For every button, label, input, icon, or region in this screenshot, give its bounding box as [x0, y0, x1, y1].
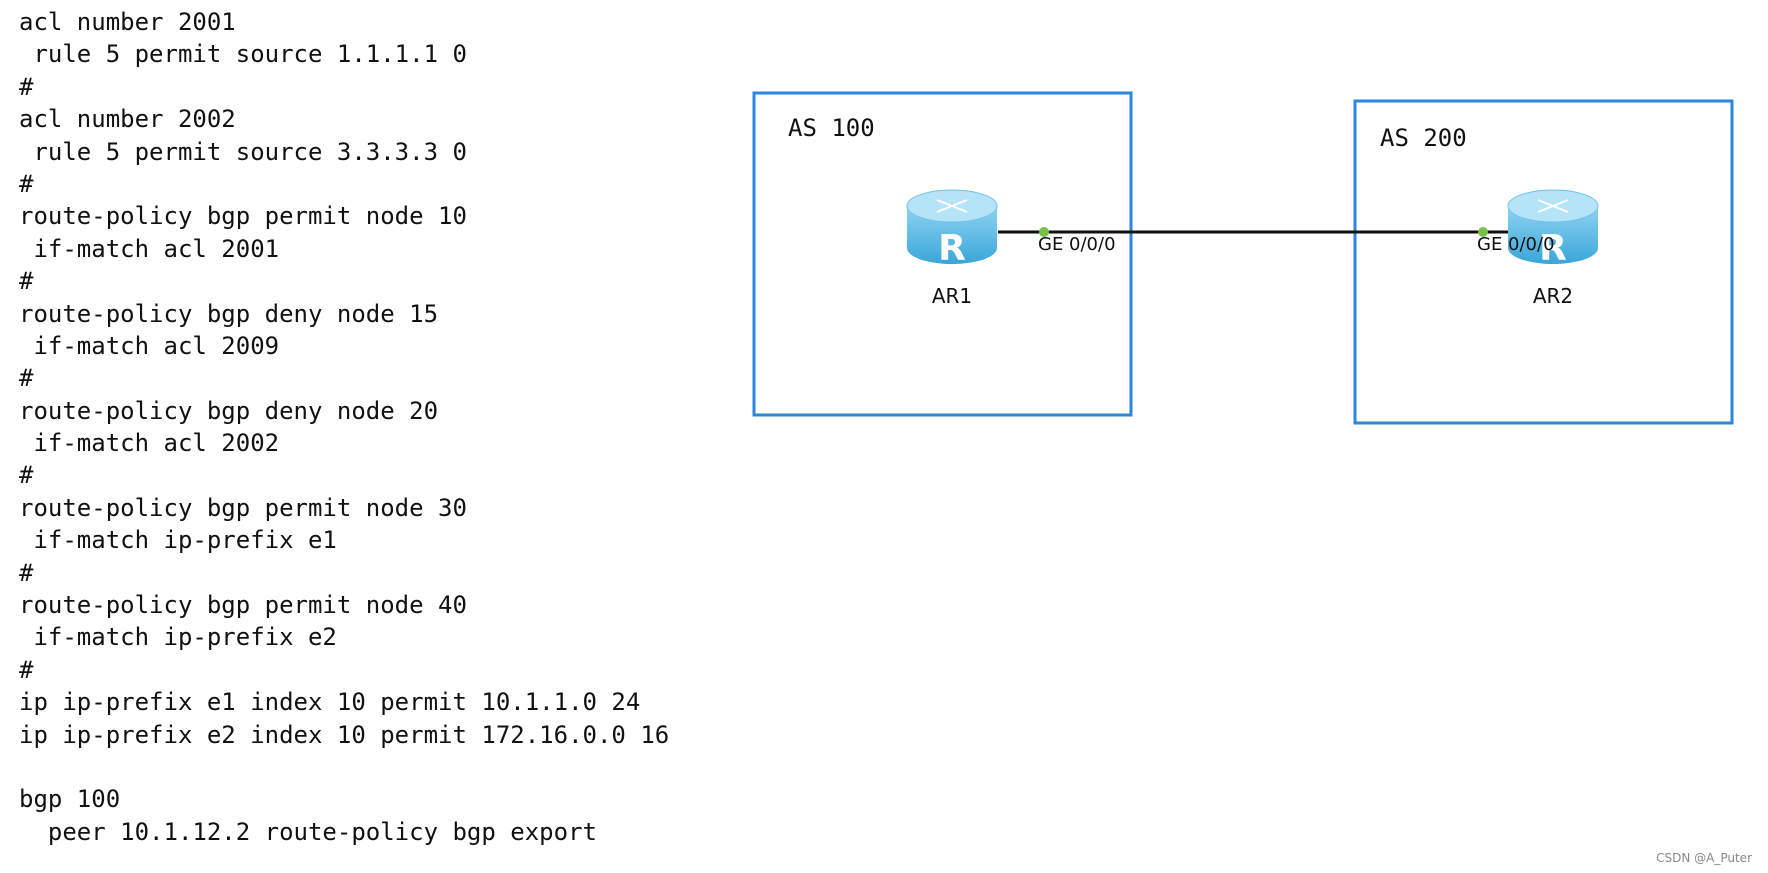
config-line: if-match ip-prefix e2 — [19, 623, 337, 652]
config-line: # — [19, 169, 34, 198]
config-line: # — [19, 558, 34, 587]
config-line: rule 5 permit source 3.3.3.3 0 — [19, 137, 467, 166]
as-box-200 — [1353, 99, 1734, 425]
config-line: acl number 2002 — [19, 105, 236, 134]
svg-text:R: R — [938, 228, 966, 269]
watermark: CSDN @A_Puter — [1656, 851, 1752, 865]
router-icon-ar1: R — [906, 189, 998, 269]
port-dot-ar1 — [1039, 227, 1049, 237]
config-line: peer 10.1.12.2 route-policy bgp export — [19, 817, 597, 846]
svg-text:R: R — [1539, 228, 1567, 269]
config-text-block: acl number 2001 rule 5 permit source 1.1… — [19, 6, 669, 848]
config-line: # — [19, 267, 34, 296]
router-icon-ar2: R — [1507, 189, 1599, 269]
router-label-ar2: AR2 — [1533, 284, 1573, 308]
as-box-200-label: AS 200 — [1380, 124, 1467, 152]
config-line: if-match acl 2002 — [19, 429, 280, 458]
config-line: acl number 2001 — [19, 8, 236, 36]
config-line: route-policy bgp deny node 15 — [19, 299, 439, 328]
as-box-100 — [752, 91, 1133, 417]
config-line: rule 5 permit source 1.1.1.1 0 — [19, 40, 467, 69]
config-line: route-policy bgp permit node 30 — [19, 493, 467, 522]
config-line: # — [19, 461, 34, 490]
config-line: # — [19, 72, 34, 101]
config-line: ip ip-prefix e1 index 10 permit 10.1.1.0… — [19, 688, 641, 717]
config-line: route-policy bgp permit node 10 — [19, 202, 467, 231]
config-line: # — [19, 364, 34, 393]
config-line: if-match acl 2001 — [19, 234, 280, 263]
config-line: bgp 100 — [19, 785, 121, 814]
interface-label-ar1: GE 0/0/0 — [1038, 234, 1116, 255]
router-label-ar1: AR1 — [932, 284, 972, 308]
interface-label-ar2: GE 0/0/0 — [1477, 234, 1555, 255]
config-line: ip ip-prefix e2 index 10 permit 172.16.0… — [19, 720, 670, 749]
config-line: if-match ip-prefix e1 — [19, 526, 337, 555]
config-line: route-policy bgp permit node 40 — [19, 591, 467, 620]
as-box-100-label: AS 100 — [788, 114, 875, 142]
config-line: # — [19, 655, 34, 684]
config-line: if-match acl 2009 — [19, 331, 280, 360]
config-line: route-policy bgp deny node 20 — [19, 396, 439, 425]
port-dot-ar2 — [1478, 227, 1488, 237]
